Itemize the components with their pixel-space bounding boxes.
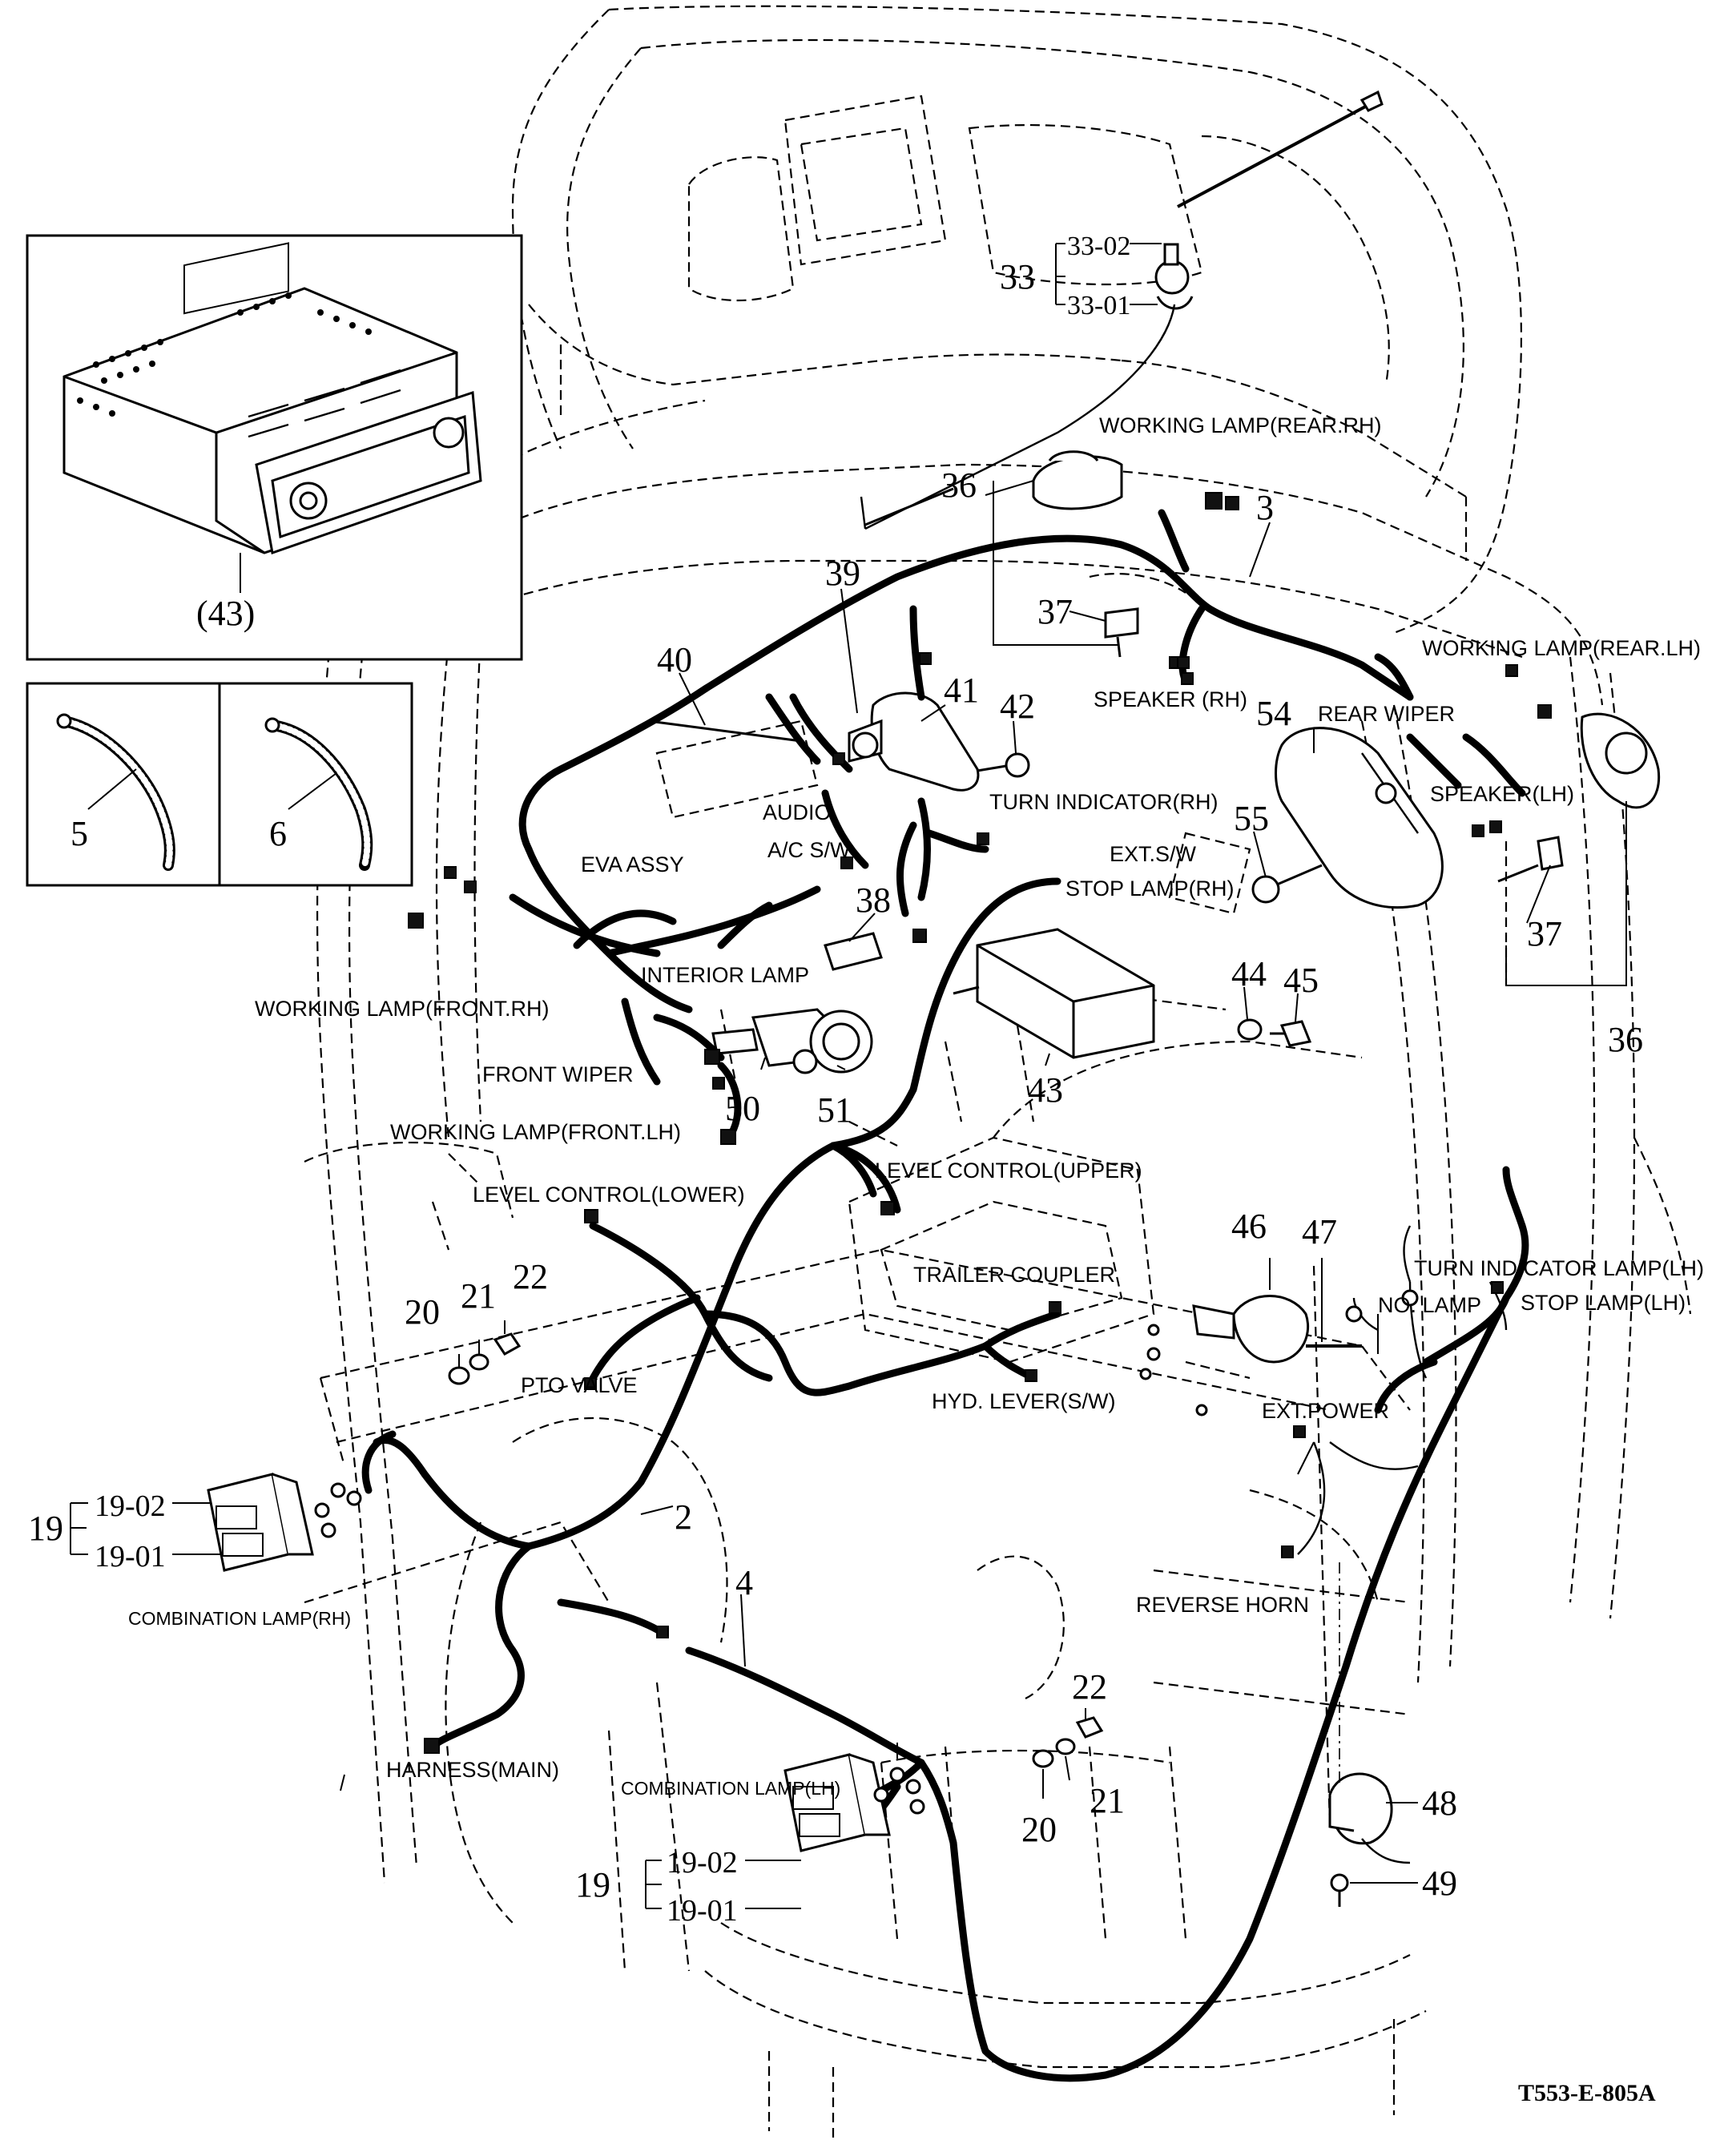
label-eva-assy: EVA ASSY	[581, 852, 684, 877]
label-turn-indicator-lamp-lh: TURN INDICATOR LAMP(LH)	[1414, 1256, 1704, 1280]
label-ext-sw: EXT.S/W	[1110, 842, 1197, 866]
cable-icon	[56, 713, 175, 871]
callout-numbers: 36 3 39 37 40 41 42 54 55 38 37 44 45 36…	[28, 465, 1643, 1928]
label-level-control-lower: LEVEL CONTROL(LOWER)	[473, 1183, 745, 1207]
car-radio-icon	[62, 242, 482, 554]
callout-20-right: 20	[1021, 1810, 1057, 1849]
label-stop-lamp-lh: STOP LAMP(LH)	[1521, 1291, 1686, 1315]
label-interior-lamp: INTERIOR LAMP	[641, 963, 809, 987]
callout-39: 39	[825, 554, 860, 593]
callout-33-02: 33-02	[1067, 232, 1130, 261]
callout-36-top: 36	[941, 465, 977, 505]
callout-19-02-right: 19-02	[667, 1846, 738, 1880]
callout-37-top: 37	[1037, 592, 1073, 631]
label-speaker-rh: SPEAKER (RH)	[1094, 687, 1247, 711]
label-speaker-lh: SPEAKER(LH)	[1430, 782, 1574, 806]
callout-20-left: 20	[405, 1292, 440, 1332]
callout-6: 6	[269, 814, 287, 853]
callout-38: 38	[856, 881, 891, 920]
callout-19-01-right: 19-01	[667, 1894, 738, 1928]
combination-lamp-icon	[783, 1753, 925, 1852]
callout-49: 49	[1422, 1864, 1457, 1903]
callout-37-right: 37	[1527, 914, 1562, 953]
callout-36-right: 36	[1608, 1020, 1643, 1059]
callout-22-left: 22	[513, 1257, 548, 1296]
drawing-code: T553-E-805A	[1518, 2080, 1656, 2106]
callout-3: 3	[1256, 488, 1274, 527]
label-no-lamp: NO. LAMP	[1378, 1293, 1481, 1317]
label-working-lamp-rear-rh: WORKING LAMP(REAR.RH)	[1099, 413, 1382, 437]
roof-components	[648, 450, 1661, 1074]
callout-43-inset: (43)	[196, 594, 255, 633]
callout-33-01: 33-01	[1067, 291, 1130, 320]
combination-lamp-icon	[207, 1473, 362, 1572]
label-combination-lamp-lh: COMBINATION LAMP(LH)	[621, 1778, 840, 1799]
callout-5: 5	[70, 814, 88, 853]
callout-48: 48	[1422, 1783, 1457, 1823]
label-ac-sw: A/C S/W	[767, 838, 851, 862]
fasteners	[448, 1332, 1104, 1768]
callout-46: 46	[1231, 1207, 1267, 1246]
label-hyd-lever-sw: HYD. LEVER(S/W)	[932, 1389, 1116, 1413]
callout-51: 51	[817, 1090, 852, 1130]
callout-19-left: 19	[28, 1509, 63, 1548]
label-rear-wiper: REAR WIPER	[1318, 702, 1455, 726]
callout-33: 33	[1000, 257, 1035, 296]
callout-50: 50	[725, 1089, 760, 1128]
label-audio: AUDIO	[763, 800, 832, 824]
speaker-icon	[1032, 455, 1123, 510]
antenna-group: 33 33-02 33-01	[860, 90, 1384, 530]
callout-4: 4	[735, 1563, 753, 1602]
label-trailer-coupler: TRAILER COUPLER	[913, 1263, 1115, 1287]
number-lamp-assembly	[1139, 1295, 1362, 1417]
label-stop-lamp-rh: STOP LAMP(RH)	[1065, 877, 1235, 901]
callout-45: 45	[1283, 961, 1319, 1000]
label-front-wiper: FRONT WIPER	[482, 1062, 634, 1086]
connectors	[408, 492, 1552, 1754]
label-turn-indicator-rh: TURN INDICATOR(RH)	[989, 790, 1218, 814]
radio-inset: (43)	[26, 234, 523, 661]
callout-41: 41	[944, 671, 979, 710]
component-labels: WORKING LAMP(REAR.RH) WORKING LAMP(REAR.…	[128, 413, 1704, 2106]
callout-54: 54	[1256, 694, 1291, 733]
callout-19-02-left: 19-02	[95, 1489, 166, 1523]
label-reverse-horn: REVERSE HORN	[1136, 1593, 1309, 1617]
leader-lines	[70, 480, 1627, 1909]
cable-icon	[264, 717, 373, 871]
label-working-lamp-rear-lh: WORKING LAMP(REAR.LH)	[1422, 636, 1701, 660]
callout-19-right: 19	[575, 1865, 610, 1904]
callout-55: 55	[1234, 799, 1269, 838]
label-pto-valve: PTO VALVE	[521, 1373, 638, 1397]
label-level-control-upper: LEVEL CONTROL(UPPER)	[875, 1159, 1142, 1183]
label-working-lamp-front-rh: WORKING LAMP(FRONT.RH)	[255, 997, 550, 1021]
harness-pieces-inset: 5 6	[26, 682, 413, 887]
label-ext-power: EXT.POWER	[1262, 1399, 1389, 1423]
callout-42: 42	[1000, 687, 1035, 726]
callout-21-right: 21	[1090, 1781, 1125, 1820]
callout-2: 2	[675, 1497, 692, 1537]
callout-40: 40	[657, 640, 692, 679]
callout-44: 44	[1231, 954, 1267, 993]
label-harness-main: HARNESS(MAIN)	[386, 1758, 559, 1782]
callout-43: 43	[1028, 1070, 1063, 1110]
label-working-lamp-front-lh: WORKING LAMP(FRONT.LH)	[390, 1120, 681, 1144]
callout-21-left: 21	[461, 1276, 496, 1316]
callout-19-01-left: 19-01	[95, 1540, 166, 1574]
callout-22-right: 22	[1072, 1667, 1107, 1707]
horn-icon	[1328, 1562, 1411, 1907]
label-combination-lamp-rh: COMBINATION LAMP(RH)	[128, 1608, 351, 1629]
callout-47: 47	[1302, 1212, 1337, 1251]
